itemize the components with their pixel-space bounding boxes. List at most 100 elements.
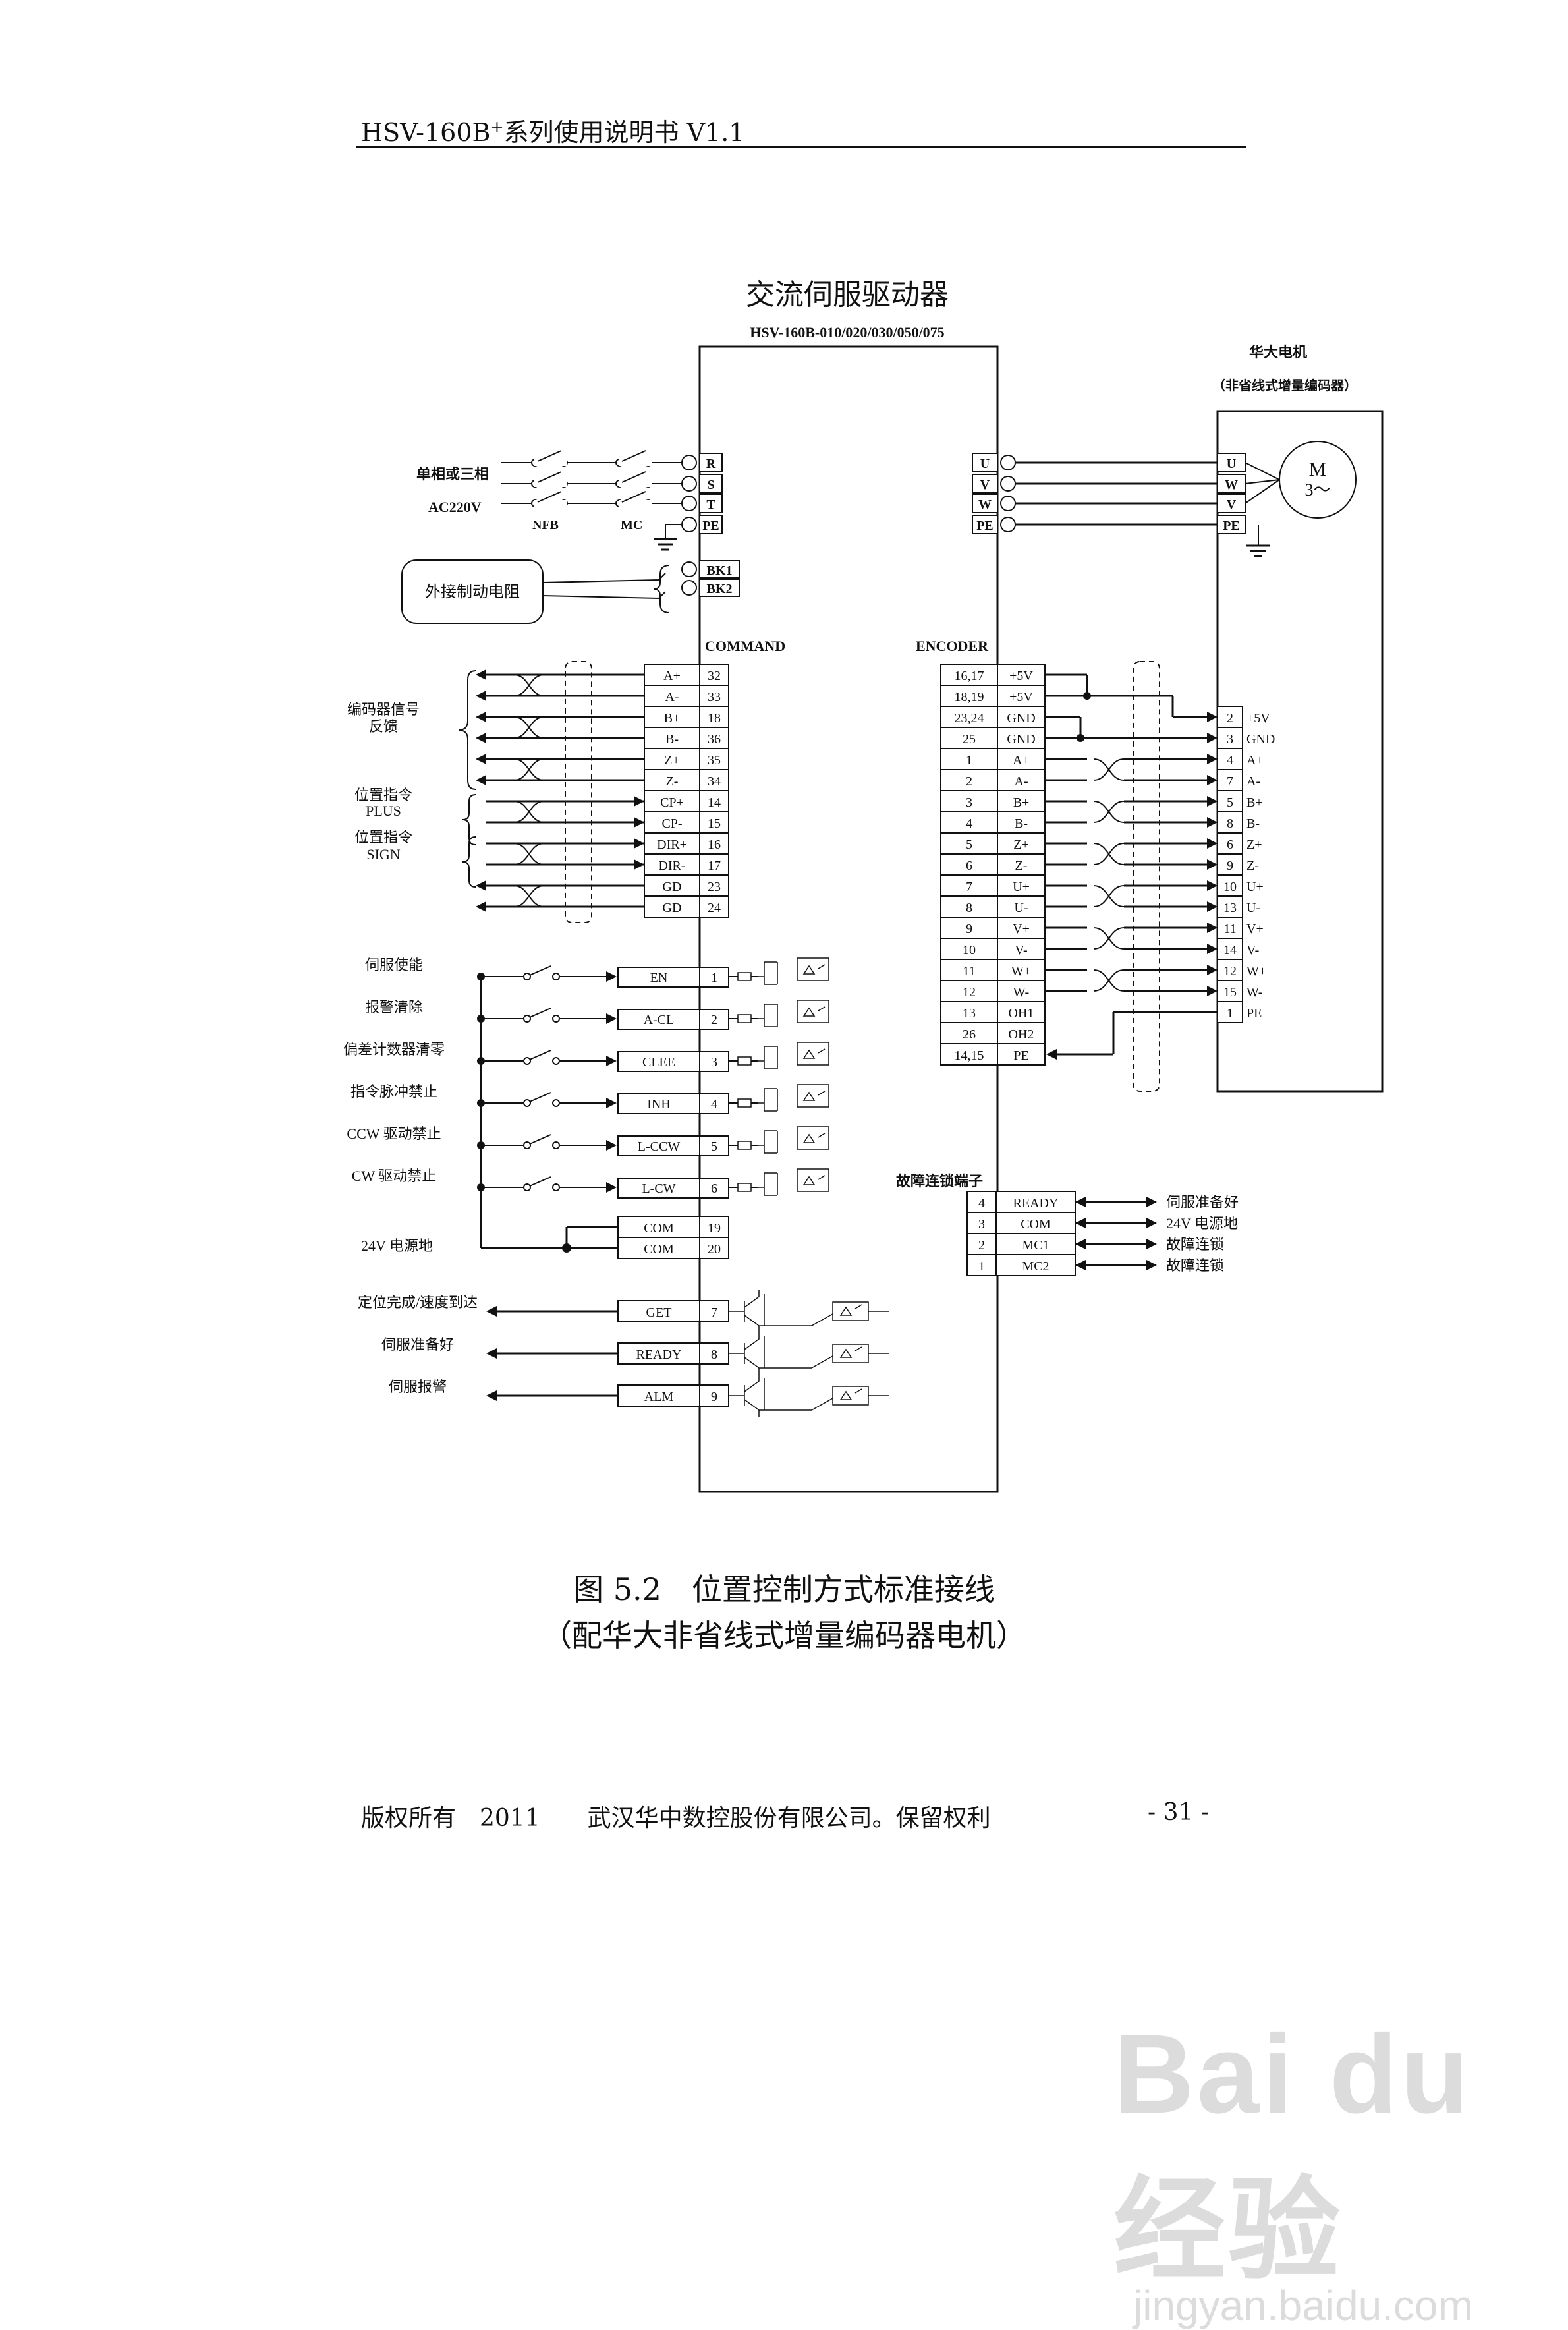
- encoder-pin: 10: [963, 943, 976, 957]
- encoder-signal: +5V: [1009, 669, 1033, 683]
- command-twisted-pair: [513, 843, 545, 865]
- terminal-screw: [681, 561, 697, 577]
- opto-symbol: [802, 964, 826, 975]
- motor-subtitle: （非省线式增量编码器）: [1212, 378, 1357, 393]
- arrow-right: [1207, 754, 1218, 764]
- terminal-screw: [1000, 517, 1016, 532]
- encoder-twisted-pair: [1093, 885, 1125, 907]
- switch-contact: [523, 1057, 531, 1065]
- command-signal-cell: [644, 895, 700, 918]
- power-output-terminal: [972, 515, 998, 534]
- input-signal: L-CW: [642, 1181, 675, 1196]
- input-arrow: [606, 1182, 617, 1193]
- command-twisted-pair: [513, 801, 545, 823]
- switch-contact: [523, 1015, 531, 1023]
- motor-power-label: V: [1227, 497, 1237, 512]
- command-signal: Z-: [666, 774, 679, 789]
- supply-label-2: AC220V: [428, 499, 482, 515]
- motor-encoder-pin: 4: [1227, 753, 1233, 768]
- switch-blade: [529, 1050, 551, 1060]
- switch-blade: [529, 1176, 551, 1187]
- input-pin: 5: [711, 1139, 717, 1154]
- fault-arrow-left: [1075, 1260, 1086, 1270]
- switch-contact: [523, 973, 531, 980]
- input-arrow: [606, 1140, 617, 1151]
- command-pin-cell: [699, 664, 729, 686]
- fault-title: 故障连锁端子: [896, 1173, 983, 1189]
- switch-blade: [621, 450, 646, 462]
- brake-terminal: [699, 579, 740, 597]
- motor-encoder-pin: 8: [1227, 816, 1233, 831]
- motor-encoder-pin-cell: [1217, 895, 1243, 918]
- switch-gap: [534, 459, 567, 466]
- motor-encoder-pin: 2: [1227, 711, 1233, 725]
- command-cable-shield: [565, 661, 592, 923]
- arrow-right: [1207, 923, 1218, 933]
- output-label: 伺服准备好: [381, 1336, 454, 1353]
- power-output-label: PE: [976, 519, 994, 533]
- fault-arrow-right: [1146, 1197, 1157, 1207]
- power-input-label: T: [706, 497, 715, 512]
- motor-encoder-pin: 6: [1227, 838, 1233, 852]
- opto-resistor: [737, 1098, 752, 1108]
- switch-contact: [552, 1183, 560, 1191]
- encoder-pin: 9: [966, 922, 972, 936]
- opto-led: [758, 1172, 778, 1196]
- motor-encoder-signal: U-: [1246, 901, 1260, 915]
- motor-power-label: U: [1227, 457, 1236, 471]
- fault-arrow-left: [1075, 1239, 1086, 1249]
- input-label: CW 驱动禁止: [352, 1168, 437, 1184]
- encoder-signal-cell: [997, 1043, 1046, 1066]
- opto-led: [758, 1088, 778, 1112]
- encoder-signal-cell: [997, 706, 1046, 728]
- motor-encoder-signal: GND: [1246, 732, 1275, 747]
- output-signal: GET: [646, 1305, 672, 1320]
- input-label: 偏差计数器清零: [343, 1041, 445, 1058]
- command-pin: 34: [708, 774, 721, 789]
- encoder-signal-cell: [997, 1022, 1046, 1044]
- power-output-terminal: [972, 453, 998, 472]
- output-arrow: [486, 1348, 497, 1359]
- encoder-pin: 11: [963, 964, 975, 979]
- power-input-label: S: [707, 478, 714, 492]
- arrow-right: [1207, 901, 1218, 912]
- fault-arrow-left: [1075, 1218, 1086, 1228]
- fault-signal: MC1: [1022, 1238, 1049, 1253]
- switch-blade: [537, 491, 562, 503]
- switch-gap: [619, 500, 652, 507]
- command-title: COMMAND: [705, 638, 785, 654]
- input-pin: 2: [711, 1013, 717, 1027]
- power-output-label: W: [978, 497, 992, 512]
- output-pin-cell: [699, 1342, 729, 1365]
- input-label: 报警清除: [365, 999, 423, 1015]
- switch-blade: [529, 1008, 551, 1018]
- motor-power-label: W: [1225, 478, 1238, 492]
- brake-terminal-label: BK1: [707, 563, 733, 578]
- encoder-pin-cell: [940, 664, 998, 686]
- command-arrow-right: [634, 796, 644, 807]
- encoder-signal: V-: [1015, 943, 1027, 957]
- input-arrow: [606, 1056, 617, 1066]
- fault-pin: 1: [978, 1259, 985, 1274]
- command-arrow-left: [476, 901, 486, 912]
- output-signal: READY: [636, 1348, 682, 1362]
- power-input-label: PE: [702, 519, 719, 533]
- encoder-twisted-pair: [1093, 843, 1125, 865]
- opto-symbol: [802, 1133, 826, 1143]
- encoder-signal: W-: [1013, 985, 1029, 1000]
- encoder-pin-cell: [940, 769, 998, 791]
- command-signal: GD: [663, 901, 682, 915]
- output-signal-cell: [617, 1300, 700, 1322]
- opto-resistor: [737, 1183, 752, 1192]
- command-pin: 32: [708, 669, 721, 683]
- header-title-prefix: HSV-160B: [361, 118, 491, 147]
- motor-power-label: PE: [1223, 519, 1240, 533]
- switch-blade: [621, 471, 646, 483]
- brake-resistor-box: [401, 559, 544, 624]
- fault-arrow-left: [1075, 1197, 1086, 1207]
- power-output-terminal: [972, 474, 998, 494]
- switch-contact: [523, 1099, 531, 1107]
- output-signal-cell: [617, 1342, 700, 1365]
- watermark-url: jingyan.baidu.com: [1133, 2282, 1473, 2329]
- fault-pin: 3: [978, 1217, 985, 1232]
